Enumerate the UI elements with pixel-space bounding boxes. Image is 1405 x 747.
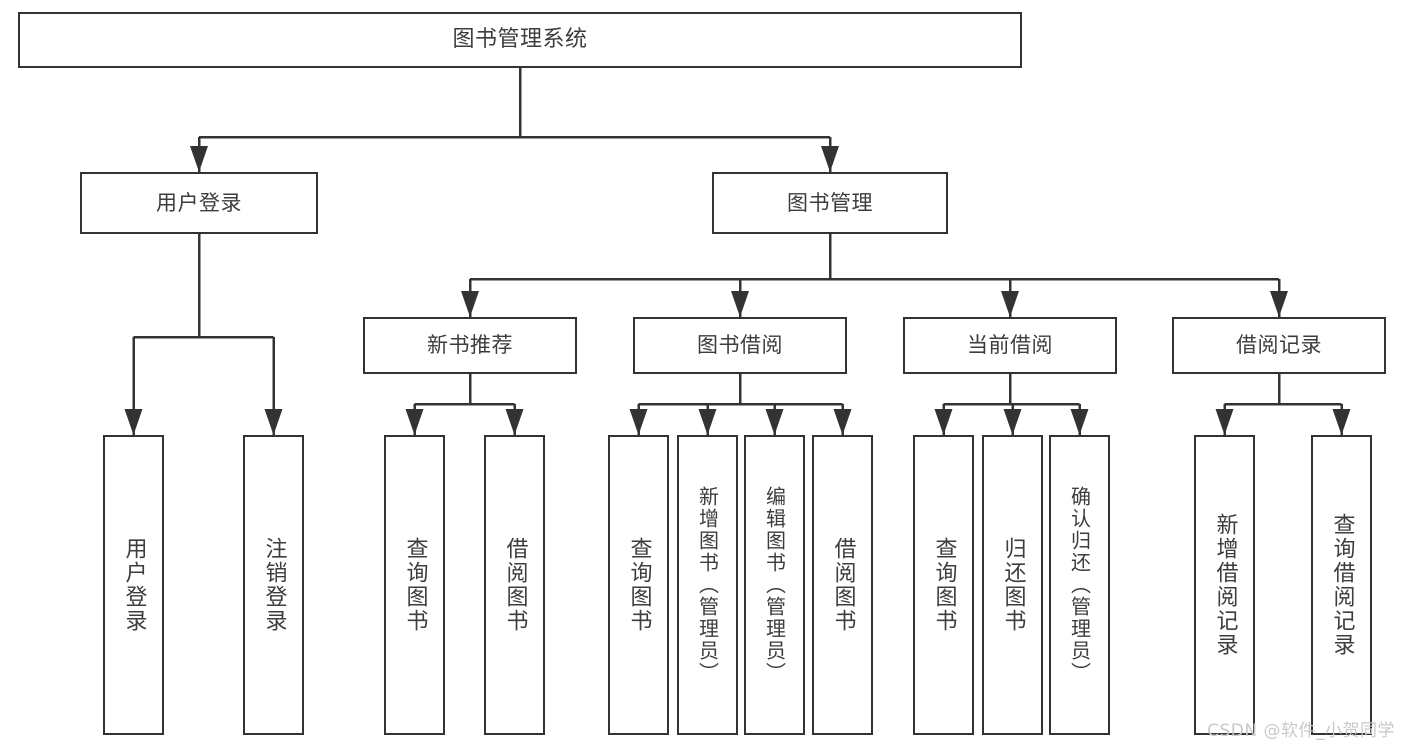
node-borrow[interactable]: 图书借阅 [633,317,847,374]
node-label: 图书借阅 [697,333,783,358]
node-label: 查询图书 [931,537,957,633]
arrowhead-icon [505,409,524,435]
arrowhead-icon [821,146,839,172]
node-label: 编辑图书（管理员） [762,486,787,684]
node-records[interactable]: 借阅记录 [1172,317,1386,374]
node-login[interactable]: 用户登录 [80,172,318,234]
node-leaf-rec-2[interactable]: 查询借阅记录 [1311,435,1372,735]
node-label: 新增借阅记录 [1212,513,1238,657]
node-label: 查询图书 [402,537,428,633]
node-leaf-cur-3[interactable]: 确认归还（管理员） [1049,435,1110,735]
node-label: 借阅图书 [502,537,528,633]
arrowhead-icon [934,409,953,435]
node-newbook[interactable]: 新书推荐 [363,317,577,374]
node-label: 借阅图书 [830,537,856,633]
node-label: 新书推荐 [427,333,513,358]
node-label: 借阅记录 [1236,333,1322,358]
node-label: 用户登录 [121,537,147,633]
node-label: 图书管理系统 [452,27,588,53]
arrowhead-icon [190,146,208,172]
node-leaf-bor-3[interactable]: 编辑图书（管理员） [744,435,805,735]
node-label: 注销登录 [261,537,287,633]
node-leaf-bor-1[interactable]: 查询图书 [608,435,669,735]
arrowhead-icon [1070,409,1089,435]
arrowhead-icon [1001,291,1019,317]
arrowhead-icon [833,409,852,435]
watermark: CSDN @软件_小贺同学 [1207,721,1395,741]
node-current[interactable]: 当前借阅 [903,317,1117,374]
node-leaf-new-1[interactable]: 查询图书 [384,435,445,735]
arrowhead-icon [765,409,784,435]
arrowhead-icon [1215,409,1234,435]
arrowhead-icon [1003,409,1022,435]
node-label: 查询图书 [626,537,652,633]
node-root[interactable]: 图书管理系统 [18,12,1022,68]
node-label: 图书管理 [787,190,873,215]
node-leaf-bor-2[interactable]: 新增图书（管理员） [677,435,738,735]
node-leaf-login-1[interactable]: 用户登录 [103,435,164,735]
node-label: 查询借阅记录 [1329,513,1355,657]
arrowhead-icon [1270,291,1288,317]
node-leaf-rec-1[interactable]: 新增借阅记录 [1194,435,1255,735]
arrowhead-icon [124,409,143,435]
node-leaf-cur-1[interactable]: 查询图书 [913,435,974,735]
node-label: 新增图书（管理员） [695,486,720,684]
arrowhead-icon [698,409,717,435]
node-label: 当前借阅 [967,333,1053,358]
node-label: 用户登录 [156,190,242,215]
node-leaf-login-2[interactable]: 注销登录 [243,435,304,735]
node-leaf-new-2[interactable]: 借阅图书 [484,435,545,735]
arrowhead-icon [461,291,479,317]
arrowhead-icon [731,291,749,317]
arrowhead-icon [264,409,283,435]
arrowhead-icon [1332,409,1351,435]
node-bookmgmt[interactable]: 图书管理 [712,172,948,234]
arrowhead-icon [629,409,648,435]
arrowhead-icon [405,409,424,435]
node-label: 归还图书 [1000,537,1026,633]
node-label: 确认归还（管理员） [1067,486,1092,684]
node-leaf-bor-4[interactable]: 借阅图书 [812,435,873,735]
node-leaf-cur-2[interactable]: 归还图书 [982,435,1043,735]
